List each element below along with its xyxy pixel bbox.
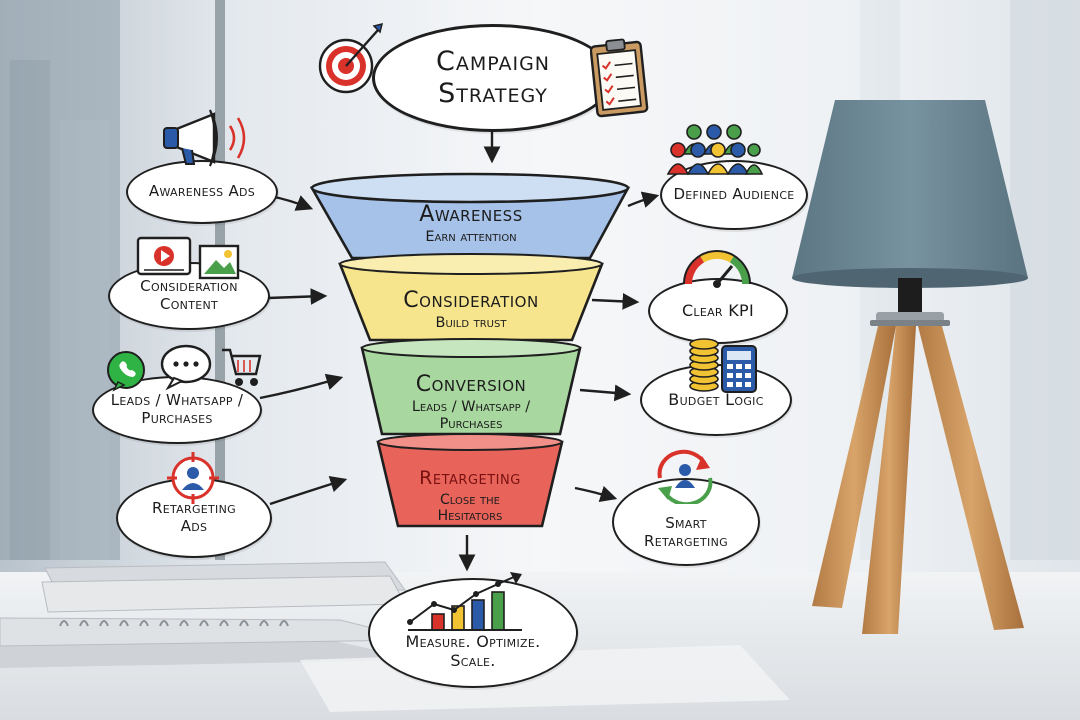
stage-subtitle-line-1: Close the xyxy=(440,491,500,508)
arrow-budget-logic xyxy=(579,384,632,402)
funnel-stage-consideration: Consideration Build trust xyxy=(360,288,582,332)
input-label: Awareness Ads xyxy=(148,182,256,201)
title-line-2: Strategy xyxy=(438,78,548,109)
chat-cart-icon xyxy=(107,344,262,392)
input-label-line-1: Leads / Whatsapp / xyxy=(110,391,244,410)
video-image-icon xyxy=(136,236,240,280)
output-label: Defined Audience xyxy=(673,185,795,204)
desk-lamp xyxy=(792,100,1028,634)
megaphone-icon xyxy=(163,109,246,167)
arrow-leads xyxy=(259,373,344,400)
coins-calculator-icon xyxy=(689,338,757,393)
funnel-stage-retargeting: Retargeting Close the Hesitators xyxy=(388,467,552,524)
funnel-stage-conversion: Conversion Leads / Whatsapp / Purchases xyxy=(372,372,570,433)
arrow-retargeting-ads xyxy=(269,476,348,506)
input-label-line-1: Retargeting xyxy=(152,499,236,518)
output-smart-retargeting: Smart Retargeting xyxy=(612,478,760,566)
people-group-icon xyxy=(666,124,764,175)
output-label-line-2: Retargeting xyxy=(644,532,728,550)
refresh-person-icon xyxy=(657,449,713,504)
input-label-line-2: Purchases xyxy=(141,409,213,427)
funnel-stage-conversion-shape xyxy=(360,338,582,436)
output-label: Budget Logic xyxy=(668,389,764,409)
funnel-stage-awareness: Awareness Earn attention xyxy=(352,202,590,246)
input-awareness-ads: Awareness Ads xyxy=(126,160,278,224)
gauge-icon xyxy=(683,250,751,288)
arrow-clear-kpi xyxy=(591,292,640,310)
input-label-line-2: Ads xyxy=(180,517,208,535)
output-label-line-1: Smart xyxy=(665,514,707,533)
stage-name: Conversion xyxy=(415,372,527,397)
target-arrow-icon xyxy=(318,22,384,94)
stage-name: Consideration xyxy=(403,288,539,313)
arrow-consideration-content xyxy=(267,288,328,305)
stage-subtitle-line-1: Leads / Whatsapp / xyxy=(411,399,531,416)
stage-subtitle: Earn attention xyxy=(425,229,517,246)
stage-name: Awareness xyxy=(419,202,523,227)
clipboard-checklist-icon xyxy=(590,38,649,118)
funnel xyxy=(309,172,631,528)
target-person-icon xyxy=(167,452,219,504)
funnel-stage-retargeting-shape xyxy=(376,433,564,528)
title-line-1: Campaign xyxy=(435,46,551,78)
input-label-line-1: Consideration xyxy=(140,277,238,296)
output-clear-kpi: Clear KPI xyxy=(648,278,788,344)
stage-name: Retargeting xyxy=(419,467,521,489)
result-line-2: Scale. xyxy=(450,651,496,670)
title-bubble: Campaign Strategy xyxy=(372,24,614,132)
stage-subtitle-line-2: Purchases xyxy=(439,415,503,432)
result-line-1: Measure. Optimize. xyxy=(405,632,541,652)
funnel-stage-consideration-shape xyxy=(338,253,604,342)
stage-subtitle-line-2: Hesitators xyxy=(437,507,503,524)
arrow-defined-audience xyxy=(627,191,660,208)
flow-arrows xyxy=(259,130,660,572)
funnel-stage-awareness-shape xyxy=(309,172,631,260)
arrow-smart-retargeting xyxy=(574,485,618,502)
growth-chart-icon xyxy=(407,572,522,631)
input-label-line-2: Content xyxy=(159,295,219,313)
stage-subtitle: Build trust xyxy=(435,315,507,332)
output-label: Clear KPI xyxy=(681,300,755,320)
